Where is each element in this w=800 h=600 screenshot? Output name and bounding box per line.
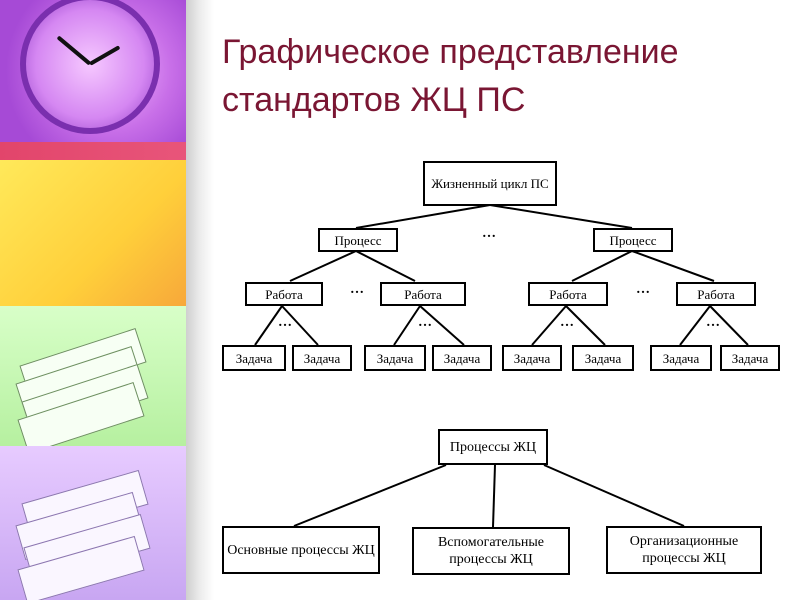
ellipsis: … bbox=[706, 315, 720, 330]
work-box: Работа bbox=[380, 282, 466, 306]
purple-clock-panel bbox=[0, 0, 186, 142]
ellipsis: … bbox=[278, 315, 292, 330]
connector-lines bbox=[254, 204, 749, 346]
green-papers-panel bbox=[0, 306, 186, 446]
page-title-line-2: стандартов ЖЦ ПС bbox=[222, 81, 526, 119]
process-box: Процесс bbox=[318, 228, 398, 252]
lifecycle-root-box: Жизненный цикл ПС bbox=[423, 161, 557, 206]
connector-lines bbox=[293, 464, 685, 528]
task-box: Задача bbox=[432, 345, 492, 371]
task-box: Задача bbox=[364, 345, 426, 371]
pink-divider-panel bbox=[0, 142, 186, 160]
work-box: Работа bbox=[245, 282, 323, 306]
task-box: Задача bbox=[222, 345, 286, 371]
process-box: Процесс bbox=[593, 228, 673, 252]
ellipsis: … bbox=[636, 282, 650, 297]
task-box: Задача bbox=[720, 345, 780, 371]
organizational-processes-box: Организационные процессы ЖЦ bbox=[606, 526, 762, 574]
support-processes-box: Вспомогательные процессы ЖЦ bbox=[412, 527, 570, 575]
strip-shadow bbox=[186, 0, 214, 600]
page-title-line-1: Графическое представление bbox=[222, 33, 679, 71]
main-processes-box: Основные процессы ЖЦ bbox=[222, 526, 380, 574]
purple-clock-icon bbox=[20, 0, 160, 134]
orange-clock-panel: 12 1 2 3 4 5 6 7 8 9 10 11 bbox=[0, 160, 186, 306]
ellipsis: … bbox=[418, 315, 432, 330]
task-box: Задача bbox=[502, 345, 562, 371]
task-box: Задача bbox=[650, 345, 712, 371]
processes-root-box: Процессы ЖЦ bbox=[438, 429, 548, 465]
page-title: Графическое представление стандартов ЖЦ … bbox=[222, 28, 782, 124]
lilac-papers-panel bbox=[0, 446, 186, 600]
work-box: Работа bbox=[528, 282, 608, 306]
lifecycle-processes-diagram: Процессы ЖЦ Основные процессы ЖЦ Вспомог… bbox=[214, 420, 786, 584]
decorative-photo-strip: 12 1 2 3 4 5 6 7 8 9 10 11 bbox=[0, 0, 186, 600]
work-box: Работа bbox=[676, 282, 756, 306]
task-box: Задача bbox=[572, 345, 634, 371]
lifecycle-hierarchy-diagram: Жизненный цикл ПС Процесс Процесс … Рабо… bbox=[220, 150, 786, 390]
task-box: Задача bbox=[292, 345, 352, 371]
ellipsis: … bbox=[350, 282, 364, 297]
ellipsis: … bbox=[482, 226, 496, 241]
ellipsis: … bbox=[560, 315, 574, 330]
